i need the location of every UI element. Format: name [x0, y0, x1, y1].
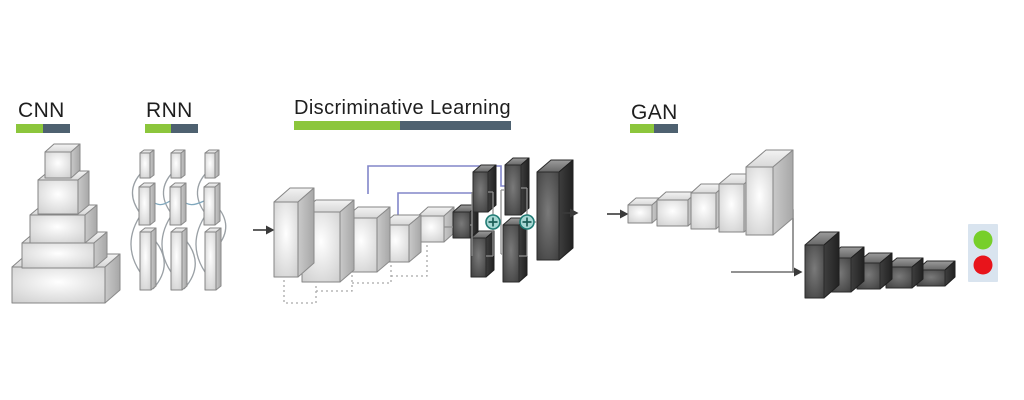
- gan-discriminator-box-1: [916, 260, 956, 287]
- cnn-layer-box-5: [44, 143, 81, 179]
- disc-feature-box-6: [536, 159, 574, 261]
- rnn-slab-box-5: [169, 182, 187, 226]
- input-arrow: [253, 225, 275, 235]
- rnn-diagram: [130, 149, 227, 291]
- unpooling-dotted-lines: [283, 245, 428, 304]
- discriminator-boxes: [804, 231, 956, 299]
- real-sample-green-dot-icon: [973, 230, 993, 250]
- rnn-slab-box-3: [204, 149, 220, 179]
- rnn-slab-box-1: [139, 149, 155, 179]
- disc-feature-box-5: [502, 217, 528, 283]
- generator-input-arrow: [607, 209, 629, 219]
- disc-conv-box-5: [273, 187, 315, 278]
- gan-generator-box-1: [627, 197, 661, 224]
- output-arrow: [562, 208, 579, 218]
- skip-connection-lines: [367, 165, 505, 215]
- discriminative-learning-label: Discriminative Learning: [294, 97, 512, 119]
- discriminative-bar-slate-segment: [400, 121, 511, 130]
- discriminative-bar-green-segment: [294, 121, 400, 130]
- rnn-underline-bar: [145, 124, 198, 133]
- real-fake-output-panel: [968, 224, 998, 282]
- cnn-label: CNN: [18, 99, 65, 122]
- gan-generator-box-5: [745, 149, 794, 236]
- gan-diagram: [607, 149, 998, 299]
- disc-feature-box-2: [472, 164, 497, 213]
- cnn-bar-green-segment: [16, 124, 43, 133]
- rnn-slab-box-7: [139, 227, 157, 291]
- gan-label: GAN: [631, 101, 678, 124]
- rnn-timestep-slabs: [138, 149, 222, 291]
- cnn-underline-bar: [16, 124, 70, 133]
- encoder-conv-boxes: [273, 187, 455, 283]
- gan-discriminator-box-5: [804, 231, 840, 299]
- gan-bar-slate-segment: [654, 124, 678, 133]
- rnn-slab-box-4: [138, 182, 156, 226]
- rnn-slab-box-2: [170, 149, 186, 179]
- rnn-label: RNN: [146, 99, 193, 122]
- rnn-slab-box-8: [170, 227, 188, 291]
- cnn-diagram: [11, 143, 121, 304]
- decoder-feature-slabs: [452, 157, 574, 283]
- disc-feature-box-4: [504, 157, 530, 216]
- sum-node-1 circled-plus-icon: [485, 214, 501, 230]
- generator-boxes: [627, 149, 794, 236]
- disc-feature-box-3: [470, 230, 495, 278]
- discriminative-diagram: [253, 157, 579, 304]
- gan-bar-green-segment: [630, 124, 654, 133]
- rnn-bar-green-segment: [145, 124, 171, 133]
- disc-conv-box-1: [417, 206, 455, 243]
- fake-sample-red-dot-icon: [973, 255, 993, 275]
- rnn-slab-box-6: [203, 182, 221, 226]
- cnn-bar-slate-segment: [43, 124, 70, 133]
- discriminative-underline-bar: [294, 121, 511, 130]
- gan-discriminator-box-2: [885, 257, 924, 289]
- rnn-bar-slate-segment: [171, 124, 198, 133]
- sum-node-2 circled-plus-icon: [519, 214, 535, 230]
- gan-underline-bar: [630, 124, 678, 133]
- rnn-slab-box-9: [204, 227, 222, 291]
